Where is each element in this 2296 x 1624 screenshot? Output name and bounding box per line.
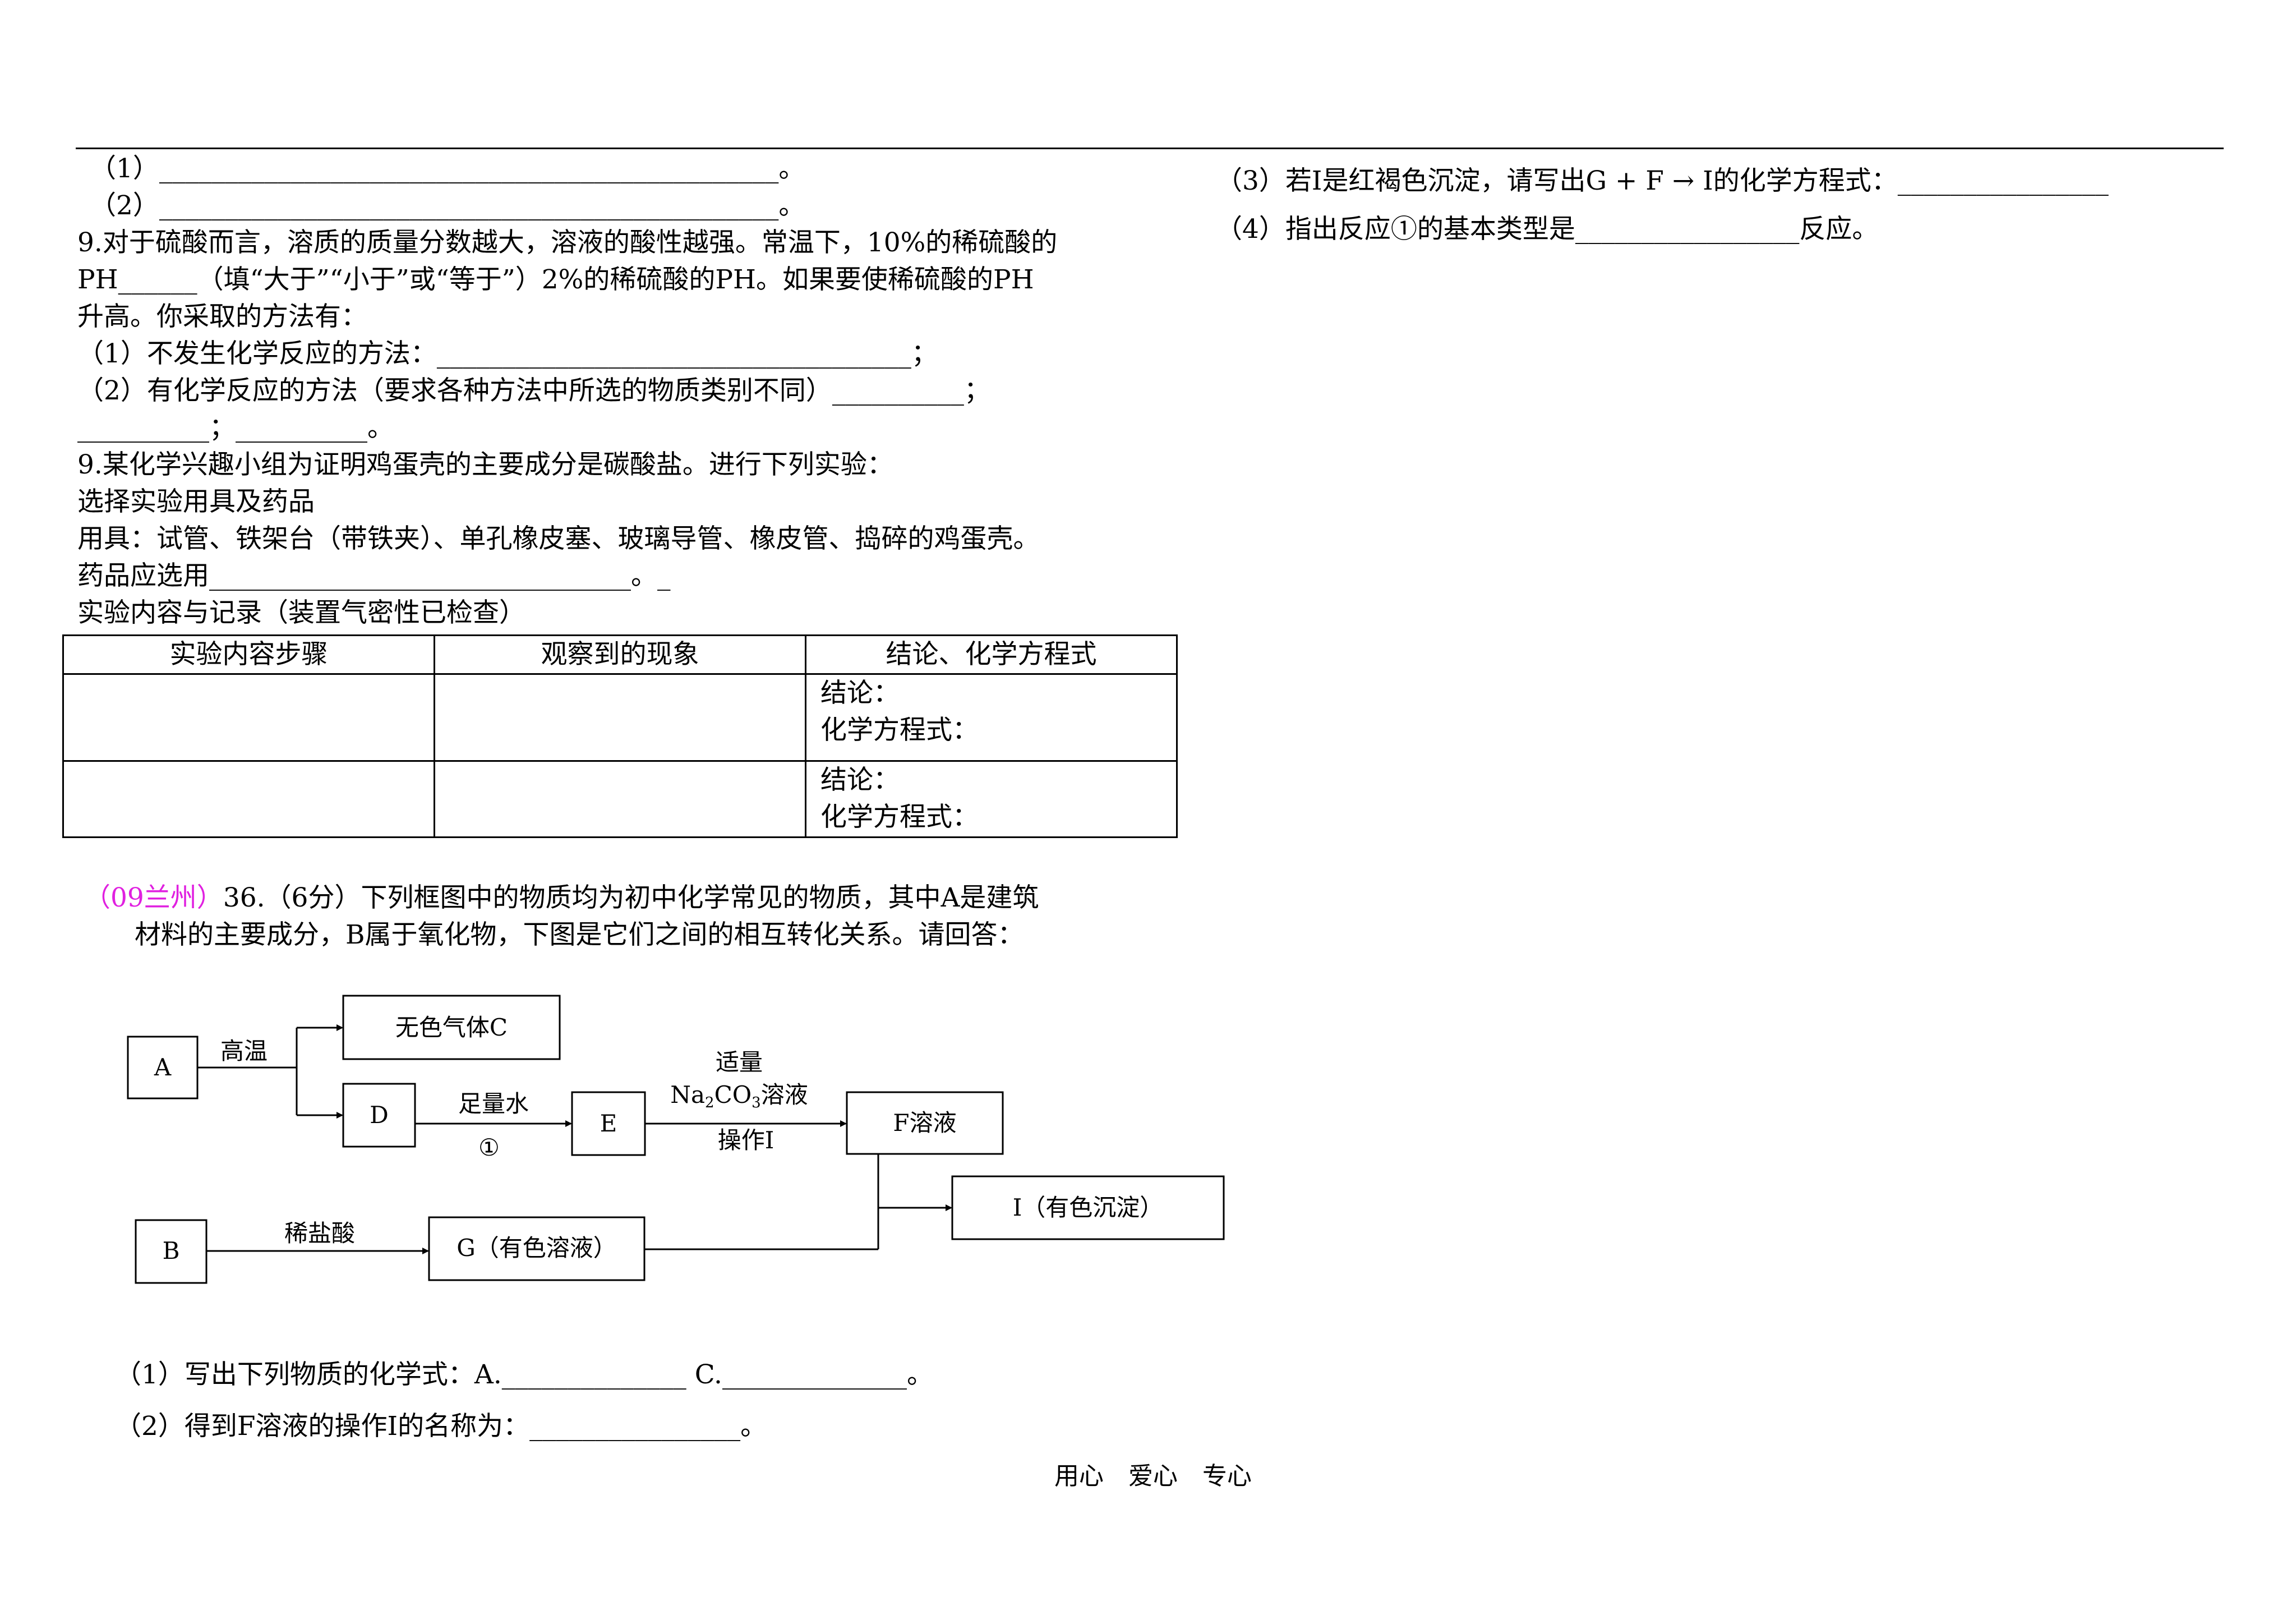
label-c: 无色气体C <box>395 1014 508 1041</box>
label-high-temp: 高温 <box>220 1037 268 1065</box>
q9a-line-1: 9.对于硫酸而言，溶质的质量分数越大，溶液的酸性越强。常温下，10%的稀硫酸的 <box>77 227 1058 258</box>
label-i: I（有色沉淀） <box>1013 1194 1164 1221</box>
na-text: Na <box>670 1081 705 1108</box>
label-dilute-hcl: 稀盐酸 <box>284 1220 355 1247</box>
q36-line-2: 材料的主要成分，B属于氧化物，下图是它们之间的相互转化关系。请回答： <box>135 919 1024 950</box>
label-b: B <box>163 1237 180 1264</box>
step-cell[interactable] <box>62 673 435 762</box>
box-d <box>342 1083 416 1148</box>
table-header-cell: 实验内容步骤 <box>62 634 435 675</box>
page-footer: 用心 爱心 专心 <box>1054 1462 1252 1490</box>
q36-sub-4: （4）指出反应①的基本类型是_________________反应。 <box>1216 214 1879 245</box>
q8-blank-1: （1）_____________________________________… <box>90 153 805 184</box>
label-a: A <box>154 1053 172 1081</box>
table-row: 结论： 化学方程式： <box>62 673 1178 762</box>
header-rule <box>76 148 2224 149</box>
subscript-2: 2 <box>705 1094 714 1111</box>
table-header-cell: 观察到的现象 <box>434 634 806 675</box>
observation-cell[interactable] <box>434 673 806 762</box>
box-c <box>342 995 561 1060</box>
q9b-line-5: 实验内容与记录（装置气密性已检查） <box>77 597 525 628</box>
table-row: 结论： 化学方程式： <box>62 760 1178 838</box>
q9a-line-3: 升高。你采取的方法有： <box>77 301 367 332</box>
q9b-line-3: 用具：试管、铁架台（带铁夹）、单孔橡皮塞、玻璃导管、橡皮管、捣碎的鸡蛋壳。 <box>77 523 1040 554</box>
q9a-line-2: PH______（填“大于”“小于”或“等于”）2%的稀硫酸的PH。如果要使稀硫… <box>77 264 1034 295</box>
label-f: F溶液 <box>893 1109 956 1137</box>
label-e: E <box>600 1110 617 1137</box>
label-excess-water: 足量水 <box>458 1090 529 1117</box>
table-header-cell: 结论、化学方程式 <box>805 634 1178 675</box>
q8-blank-2: （2）_____________________________________… <box>90 190 805 221</box>
reaction-flow-diagram: A 无色气体C D E F溶液 I（有色沉淀） B G（有色溶液） 高温 足量水… <box>127 995 1225 1284</box>
reaction-1-marker: ① <box>478 1134 500 1161</box>
observation-cell[interactable] <box>434 760 806 838</box>
equation-label: 化学方程式： <box>820 715 979 746</box>
q36-line-1: （09兰州）36.（6分）下列框图中的物质均为初中化学常见的物质，其中A是建筑 <box>84 880 1039 917</box>
box-i <box>951 1175 1225 1240</box>
conclusion-cell[interactable]: 结论： 化学方程式： <box>805 673 1178 762</box>
label-appropriate: 适量 <box>716 1048 763 1076</box>
q9b-line-1: 9.某化学兴趣小组为证明鸡蛋壳的主要成分是碳酸盐。进行下列实验： <box>77 449 893 480</box>
q36-sub-2: （2）得到F溶液的操作I的名称为：________________。 <box>115 1411 767 1442</box>
solution-text: 溶液 <box>761 1081 808 1108</box>
table-header-row: 实验内容步骤 观察到的现象 结论、化学方程式 <box>62 634 1178 675</box>
co-text: CO <box>714 1081 752 1108</box>
equation-label: 化学方程式： <box>820 802 979 832</box>
q36-sub-1: （1）写出下列物质的化学式：A.______________ C._______… <box>115 1359 933 1390</box>
q9b-line-4: 药品应选用________________________________。_ <box>77 560 671 591</box>
q9b-line-2: 选择实验用具及药品 <box>77 486 315 517</box>
q9a-method-1: （1）不发生化学反应的方法：__________________________… <box>77 338 938 369</box>
label-na2co3: Na2CO3溶液 <box>670 1081 808 1111</box>
conclusion-label: 结论： <box>820 678 900 709</box>
step-cell[interactable] <box>62 760 435 838</box>
label-g: G（有色溶液） <box>457 1234 617 1262</box>
conclusion-cell[interactable]: 结论： 化学方程式： <box>805 760 1178 838</box>
q36-sub-3: （3）若I是红褐色沉淀，请写出G + F → I的化学方程式：_________… <box>1216 165 2109 196</box>
subscript-3: 3 <box>751 1094 761 1111</box>
label-operation-i: 操作I <box>718 1126 774 1154</box>
conclusion-label: 结论： <box>820 765 900 795</box>
q9a-method-2-cont: __________；__________。 <box>77 412 394 443</box>
q36-intro: 36.（6分）下列框图中的物质均为初中化学常见的物质，其中A是建筑 <box>223 882 1039 913</box>
experiment-table: 实验内容步骤 观察到的现象 结论、化学方程式 结论： 化学方程式： 结论： 化学… <box>62 634 1178 838</box>
label-d: D <box>370 1101 389 1129</box>
box-f <box>846 1091 1004 1155</box>
q36-source: （09兰州） <box>84 882 223 913</box>
q9a-method-2: （2）有化学反应的方法（要求各种方法中所选的物质类别不同）__________； <box>77 375 990 406</box>
